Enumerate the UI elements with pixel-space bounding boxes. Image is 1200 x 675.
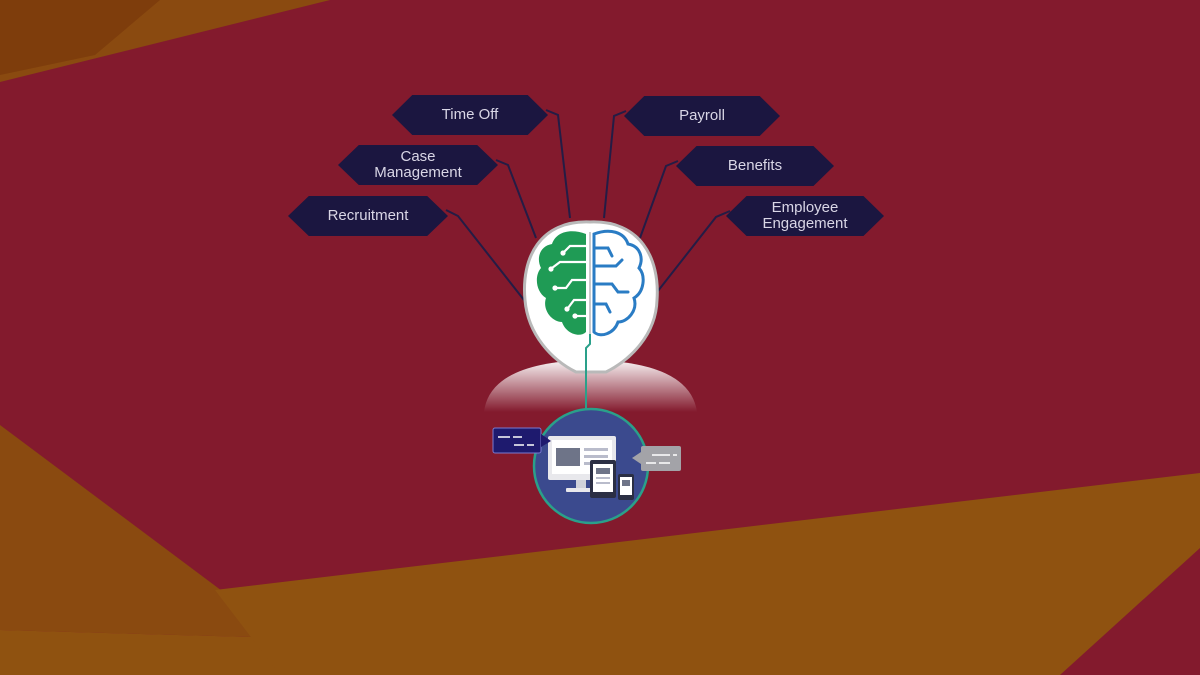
chat-bubble-icon xyxy=(632,446,681,471)
tag-case-management: Case Management xyxy=(338,145,498,185)
tag-label-line1: Case xyxy=(400,148,436,165)
tag-benefits: Benefits xyxy=(676,146,834,186)
tag-label: Time Off xyxy=(441,106,499,123)
tag-employee-engagement: Employee Engagement xyxy=(726,196,884,236)
tag-recruitment: Recruitment xyxy=(288,196,448,236)
shoulders-shape xyxy=(484,360,697,412)
brain-circuit-icon xyxy=(536,229,645,410)
chat-bubble-icon xyxy=(492,427,551,454)
tag-label: Payroll xyxy=(679,107,725,124)
devices-icon xyxy=(548,436,634,500)
tag-payroll: Payroll xyxy=(624,96,780,136)
tag-time-off: Time Off xyxy=(392,95,548,135)
connector-lines xyxy=(445,109,731,301)
tag-label-line1: Employee xyxy=(771,199,839,216)
tag-label-line2: Engagement xyxy=(762,215,848,232)
tag-label: Benefits xyxy=(727,157,783,174)
tag-label-line2: Management xyxy=(374,164,462,181)
tag-label: Recruitment xyxy=(327,207,409,224)
